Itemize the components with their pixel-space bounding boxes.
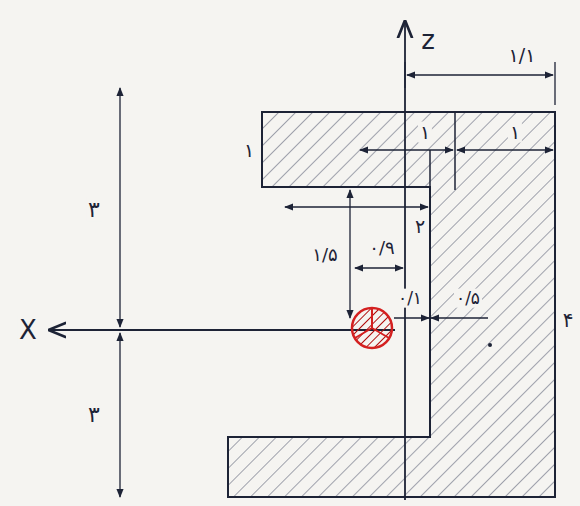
dimension-text: ۲ [413,216,427,237]
z-axis [404,22,406,500]
section-outline [228,112,555,497]
dimension-text: ۰/۵ [454,289,482,308]
dimension-text: ۱/۵ [310,245,339,265]
dimension-text: ۳ [86,198,102,222]
dimension-text: ۱ [418,122,432,143]
dimension-text: ۳ [86,403,102,427]
dimension-text: ۰/۱ [396,289,424,308]
dimension-text: ۴ [561,309,576,331]
dimension-text: ۱/۱ [507,45,538,66]
axis-name: z [419,26,437,55]
dimension-text: ۱ [508,122,522,143]
centroid-mark [352,308,392,348]
dimension-text: ۰/۹ [367,238,396,258]
x-axis [50,329,395,331]
dimension-lines [100,62,555,497]
centroid-mark [355,308,389,338]
web-line [454,112,456,190]
dimension-text: ۱ [242,140,256,161]
axis-name: X [17,316,39,345]
web-line [429,150,431,437]
dot [488,343,492,347]
